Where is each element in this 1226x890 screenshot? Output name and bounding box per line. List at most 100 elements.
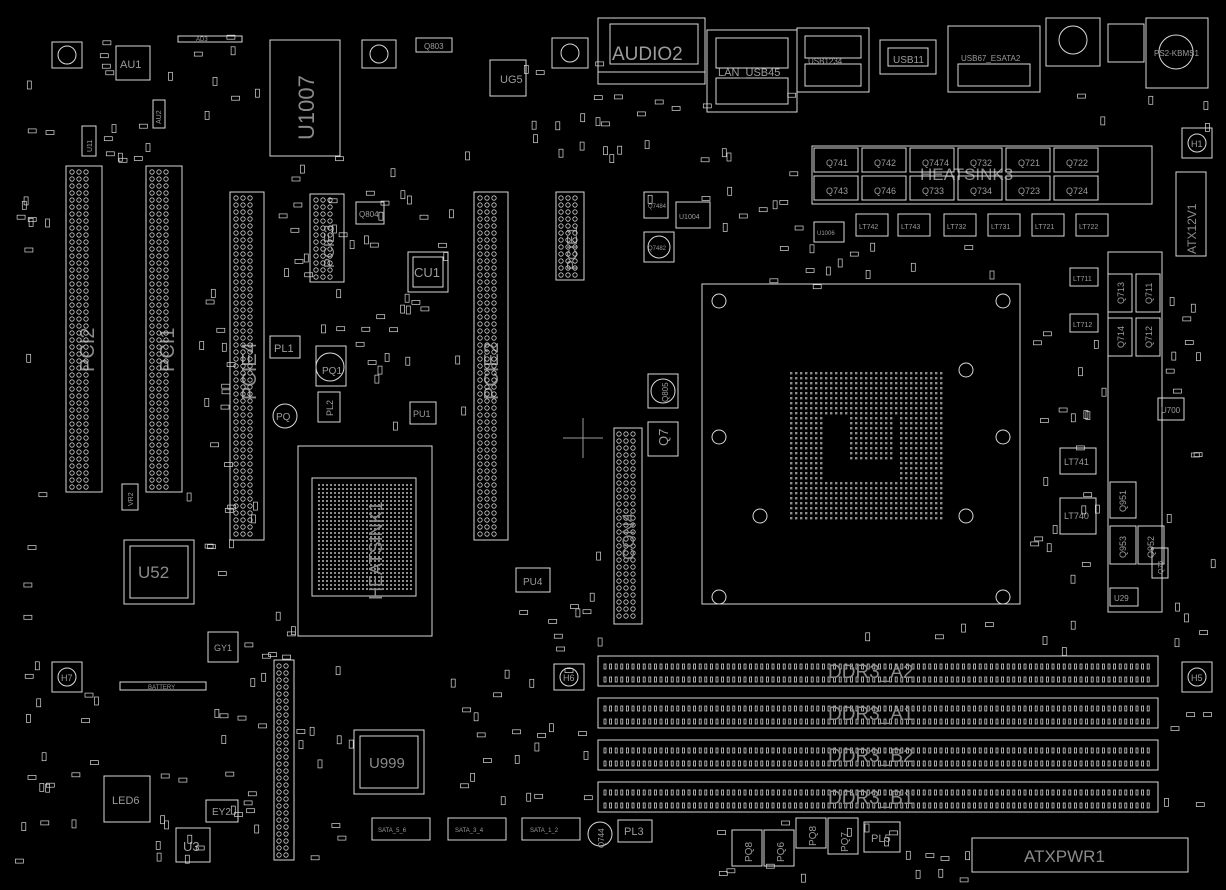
pq7-label: PQ7 [840,832,851,852]
memory-slots: DDR3_A2 DDR3_A1 DDR3_B2 DDR3_B1 [597,655,1159,813]
lt722-label: LT722 [1079,224,1098,231]
ddr3-a2-label: DDR3_A2 [828,662,914,683]
pl5-label: PL5 [871,833,891,845]
pq8b-label: PQ8 [808,826,819,846]
u11-label: U11 [87,140,94,152]
pch-ball-grid [318,484,412,590]
q711-label: Q711 [1144,283,1154,304]
pl1-label: PL1 [274,343,294,355]
u700-label: U700 [1161,406,1181,415]
q804-label: Q804 [359,210,379,219]
u3-label: U3 [183,839,200,854]
q7484-label: Q7484 [648,204,667,210]
lt721-label: LT721 [1035,224,1054,231]
chipset-area: Q804 CU1 PL1 PQ1 PL2 PQ PU1 HEATSINK1 PU… [269,191,711,637]
q742-label: Q742 [874,158,896,168]
h-left-label: H7 [61,673,73,683]
small-passive-components [15,34,1216,883]
bottom-right-components: Q744 PL3 PQ8 PQ6 PQ8 PQ7 PL5 ATXPWR1 H5 [587,661,1213,873]
q714-label: Q714 [1116,326,1126,348]
slot-pin-rows [69,169,636,858]
u999-label: U999 [369,755,405,772]
q744-label: Q744 [597,828,606,848]
h-mid-label: H6 [563,673,575,683]
u1007-label: U1007 [294,75,319,140]
lt732-label: LT732 [947,224,966,231]
pu4-label: PU4 [523,577,543,588]
u1004-label: U1004 [679,214,700,221]
pu1-label: PU1 [413,409,431,419]
u1006-label: U1006 [817,231,835,237]
pq-label: PQ [276,412,291,423]
bottom-left-components: U52 VR2 BATTERY GY1 H7 LED6 U3 EY2 U999 … [51,483,585,863]
q743-label: Q743 [826,186,848,196]
ey2-label: EY2 [212,807,231,818]
sata-34-label: SATA_3_4 [455,828,484,834]
heatsink3-label: HEATSINK3 [920,165,1013,184]
atxpwr1-label: ATXPWR1 [1024,847,1105,866]
q713-label: Q713 [1116,282,1126,304]
lt731-label: LT731 [991,224,1010,231]
q7474-label: Q7474 [922,158,949,168]
q733-label: Q733 [922,186,944,196]
vr2-label: VR2 [128,492,135,506]
usb67-esata2-label: USB67_ESATA2 [961,54,1021,63]
top-left-components: AU1 AU2 AD3 U1007 Q803 UG5 U11 [51,35,589,157]
lt712-label: LT712 [1073,322,1092,329]
ddr-pin-rows [603,663,1150,809]
au1-label: AU1 [120,59,141,71]
q952-label: Q952 [1146,536,1156,558]
q7482-label: Q7482 [648,246,667,252]
pq1-label: PQ1 [322,366,342,377]
rear-io: AUDIO2 LAN_USB45 USB1234 USB11 USB67_ESA… [597,17,1209,113]
lan-usb45-label: LAN_USB45 [718,67,780,79]
ddr3-a1-label: DDR3_A1 [828,704,914,725]
lt711-label: LT711 [1073,276,1092,283]
q724-label: Q724 [1066,186,1088,196]
gy1-label: GY1 [214,643,232,653]
ug5-label: UG5 [500,74,523,86]
ddr3-b1-label: DDR3_B1 [828,788,914,809]
usb1234-label: USB1234 [808,57,843,66]
con4-label: CON4 [619,513,638,560]
h-right1-label: H1 [1191,139,1203,149]
q722-label: Q722 [1066,158,1088,168]
ddr3-b2-label: DDR3_B2 [828,746,914,767]
cu1-label: CU1 [414,265,440,280]
h-right2-label: H5 [1191,673,1203,683]
pci1-label: PCI1 [157,328,179,372]
lt741-label: LT741 [1064,457,1089,467]
led6-label: LED6 [112,795,140,807]
lt742-label: LT742 [859,224,878,231]
q803-label: Q803 [424,42,444,51]
cpu-socket [701,283,1021,605]
q953-label: Q953 [1118,536,1128,558]
ad3-label: AD3 [196,37,208,43]
lt743-label: LT743 [901,224,920,231]
pq8-label: PQ8 [744,842,755,862]
q734-label: Q734 [970,186,992,196]
q805-label: Q805 [661,382,670,402]
pq6-label: PQ6 [776,842,787,862]
pcie3-label: PCIE3 [321,225,338,268]
usb11-label: USB11 [893,55,924,66]
atx12v-label: ATX12V1 [1185,203,1199,254]
q951-label: Q951 [1118,490,1128,512]
battery-label: BATTERY [148,685,175,691]
q746-label: Q746 [874,186,896,196]
pl2-label: PL2 [325,400,335,416]
u29-label: U29 [1114,594,1129,603]
q723-label: Q723 [1018,186,1040,196]
audio2-label: AUDIO2 [612,44,683,65]
cpu-pin-array [790,372,943,520]
q7-label: Q7 [656,429,671,446]
lt740-label: LT740 [1064,511,1089,521]
ps2-kbms-label: PS2-KBMS1 [1154,49,1199,58]
q741-label: Q741 [826,158,848,168]
au2-label: AU2 [156,110,163,124]
pci2-label: PCI2 [77,328,99,372]
pl3-label: PL3 [624,826,644,838]
